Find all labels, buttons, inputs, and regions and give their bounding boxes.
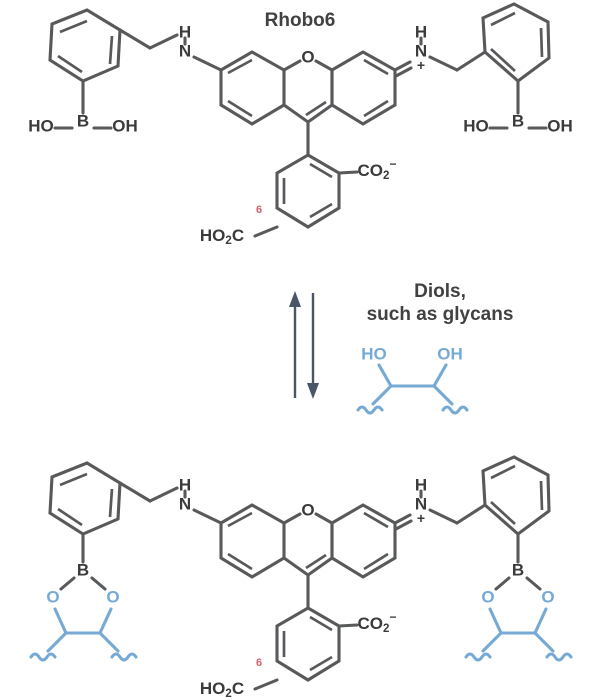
left-amine-aryl-bond-bottom: [192, 508, 223, 525]
equilibrium-arrows: [289, 291, 319, 399]
xanthene-oxygen-label-top: O: [301, 47, 314, 66]
right-boron-label-bottom: B: [512, 560, 524, 579]
right-ester-oc-bond-2: [533, 607, 548, 635]
left-b-o2-bond: [90, 576, 107, 591]
left-amine-hydrogen-label: H: [179, 22, 191, 41]
diol-fragment: HO OH: [356, 344, 469, 415]
right-ester-oxygen-2-label: O: [541, 587, 554, 606]
left-amine-nitrogen-label: N: [179, 41, 191, 60]
right-amine-benzylic-bond: [428, 55, 459, 72]
right-boron-label: B: [512, 111, 524, 130]
equilibrium-caption: Diols, such as glycans: [367, 281, 514, 325]
left-boron-label-bottom: B: [77, 560, 89, 579]
caption-line-2: such as glycans: [367, 304, 514, 325]
carboxylic-acid-bond-bottom: [253, 678, 279, 691]
right-amine-hydrogen-label-bottom: H: [415, 475, 427, 494]
right-phenyl-ring: [481, 2, 551, 83]
ring-position-label-top: 6: [256, 204, 262, 216]
left-boronate-ester-ring: O O: [29, 576, 138, 662]
left-benzylic-bond-2-bottom: [148, 486, 179, 503]
carboxylate-bond-top: [337, 170, 359, 175]
diol-left-chain-bond: [371, 384, 393, 406]
right-phenyl-ring-bottom: [481, 455, 551, 536]
right-amine-benzylic-bond-bottom: [428, 508, 459, 525]
right-hydroxyl-1-label: HO: [463, 116, 489, 135]
reverse-arrow-head: [307, 383, 319, 399]
left-ester-squiggle-2-icon: [110, 652, 138, 662]
left-benzylic-bond-2: [148, 33, 179, 50]
forward-arrow-head: [289, 291, 301, 307]
left-ester-oxygen-2-label: O: [106, 587, 119, 606]
carboxylate-bond-bottom: [337, 623, 359, 628]
right-b-o2-bond: [525, 576, 542, 591]
bottom-structure: B O O N H: [29, 455, 573, 700]
left-phenyl-ring-bottom: [48, 461, 122, 536]
carboxylic-acid-bond-top: [253, 225, 279, 238]
diol-right-co-bond: [432, 363, 448, 388]
caption-line-1: Diols,: [414, 281, 466, 302]
right-amine-nitrogen-label: N: [415, 41, 427, 60]
left-benzylic-bond-1-bottom: [118, 481, 152, 503]
diol-right-hydroxyl-label: OH: [437, 344, 463, 363]
right-benzylic-bond-2-bottom: [455, 503, 487, 525]
pendant-benzoate-ring-top: [275, 153, 341, 229]
structure-title: Rhobo6: [265, 10, 336, 31]
left-amine-aryl-bond: [192, 55, 223, 72]
carboxylic-acid-label-top: HO2C: [200, 226, 244, 247]
pendant-benzoate-ring-bottom: [275, 606, 341, 682]
right-hydroxyl-2-label: OH: [547, 116, 573, 135]
left-benzylic-bond-1: [118, 28, 152, 50]
ring-position-label-bottom: 6: [256, 657, 262, 669]
right-imine-bond-b: [394, 66, 413, 78]
xanthene-oxygen-label-bottom: O: [301, 500, 314, 519]
right-amine-nitrogen-label-bottom: N: [415, 494, 427, 513]
left-ester-oc-bond-2: [98, 607, 113, 635]
right-imine-bond-a-bottom: [393, 513, 412, 525]
diol-right-squiggle-icon: [441, 405, 469, 415]
carboxylate-label-bottom: CO2−: [358, 610, 397, 635]
right-benzylic-bond-2: [455, 50, 487, 72]
left-phenyl-ring: [48, 8, 122, 83]
diol-right-chain-bond: [432, 384, 454, 406]
left-b-o1-bond: [59, 576, 76, 591]
right-ester-oc-bond-1: [488, 607, 503, 635]
top-structure: Rhobo6 B HO OH N H: [28, 2, 573, 247]
right-ester-chain-2: [533, 631, 555, 653]
left-hydroxyl-2-label: OH: [112, 116, 138, 135]
diol-left-hydroxyl-label: HO: [361, 344, 387, 363]
carboxylic-acid-label-bottom: HO2C: [200, 679, 244, 700]
right-ester-squiggle-1-icon: [464, 652, 492, 662]
left-ester-chain-2: [98, 631, 120, 653]
right-ester-squiggle-2-icon: [545, 652, 573, 662]
right-ester-chain-1: [481, 631, 503, 653]
right-imine-bond-b-bottom: [394, 519, 413, 531]
xanthene-core-top: O: [219, 47, 397, 126]
left-amine-nitrogen-label-bottom: N: [179, 494, 191, 513]
xanthene-core-bottom: O: [219, 500, 397, 579]
left-boron-label: B: [77, 111, 89, 130]
left-ester-chain-1: [46, 631, 68, 653]
left-hydroxyl-1-label: HO: [28, 116, 54, 135]
left-ester-squiggle-1-icon: [29, 652, 57, 662]
carboxylate-label-top: CO2−: [358, 157, 397, 182]
left-ester-oc-bond-1: [53, 607, 68, 635]
left-amine-hydrogen-label-bottom: H: [179, 475, 191, 494]
right-boronate-ester-ring: O O: [464, 576, 573, 662]
left-ester-oxygen-1-label: O: [46, 587, 59, 606]
diol-left-squiggle-icon: [356, 405, 384, 415]
right-amine-charge-label-bottom: +: [417, 510, 425, 526]
right-imine-bond-a: [393, 60, 412, 72]
right-amine-hydrogen-label: H: [415, 22, 427, 41]
right-ester-oxygen-1-label: O: [481, 587, 494, 606]
right-amine-charge-label: +: [417, 57, 425, 73]
right-b-o1-bond: [494, 576, 511, 591]
diol-left-co-bond: [377, 363, 393, 388]
